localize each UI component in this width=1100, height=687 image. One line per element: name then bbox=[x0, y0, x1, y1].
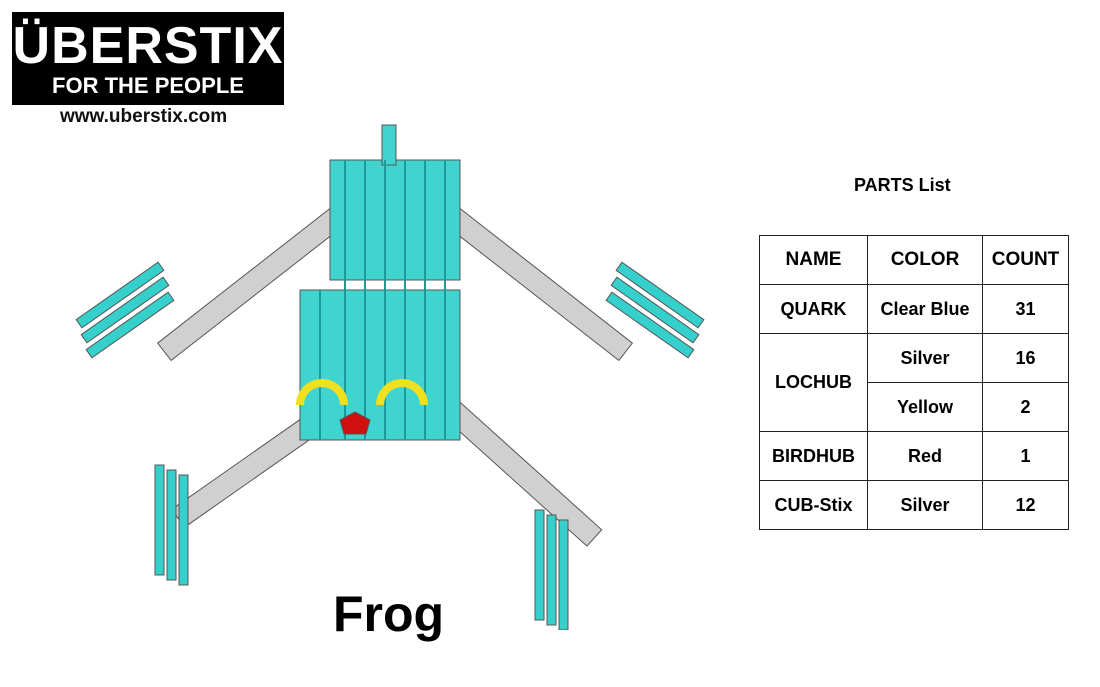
part-count: 16 bbox=[982, 333, 1069, 383]
part-name: CUB-Stix bbox=[759, 480, 868, 530]
table-row: QUARK Clear Blue 31 bbox=[759, 284, 1069, 334]
table-row: LOCHUB Silver 16 bbox=[759, 333, 1069, 432]
part-color: Silver bbox=[867, 333, 983, 383]
left-back-foot bbox=[154, 464, 189, 586]
part-color: Yellow bbox=[867, 382, 983, 432]
part-name: QUARK bbox=[759, 284, 868, 334]
website-url: www.uberstix.com bbox=[60, 106, 228, 127]
part-count: 12 bbox=[982, 480, 1069, 530]
part-name: BIRDHUB bbox=[759, 431, 868, 481]
logo-tagline: FOR THE PEOPLE bbox=[52, 73, 244, 98]
part-color: Red bbox=[867, 431, 983, 481]
table-row: CUB-Stix Silver 12 bbox=[759, 480, 1069, 530]
part-count: 2 bbox=[982, 382, 1069, 432]
frog-model-illustration bbox=[75, 124, 705, 630]
table-header-row: NAME COLOR COUNT bbox=[759, 235, 1069, 285]
right-front-foot bbox=[605, 261, 705, 359]
frog-body bbox=[299, 124, 461, 441]
yellow-hub-right bbox=[376, 379, 428, 406]
parts-list-title: PARTS List bbox=[854, 175, 951, 195]
yellow-hub-left bbox=[296, 379, 348, 406]
part-count: 1 bbox=[982, 431, 1069, 481]
right-upper-arm bbox=[436, 200, 634, 362]
right-back-foot bbox=[534, 509, 569, 630]
table-row: BIRDHUB Red 1 bbox=[759, 431, 1069, 481]
part-count: 31 bbox=[982, 284, 1069, 334]
uberstix-logo: ÜBERSTIX FOR THE PEOPLE bbox=[12, 12, 284, 105]
right-lower-leg bbox=[437, 395, 603, 547]
logo-brand: ÜBERSTIX bbox=[12, 17, 284, 75]
model-title: Frog bbox=[333, 586, 445, 642]
part-color: Silver bbox=[867, 480, 983, 530]
part-color: Clear Blue bbox=[867, 284, 983, 334]
red-birdhub bbox=[339, 411, 371, 435]
left-front-foot bbox=[75, 261, 175, 359]
header-color: COLOR bbox=[867, 235, 983, 285]
part-name: LOCHUB bbox=[759, 333, 868, 432]
parts-table: NAME COLOR COUNT QUARK Clear Blue 31 LOC… bbox=[759, 235, 1069, 530]
header-name: NAME bbox=[759, 235, 868, 285]
header-count: COUNT bbox=[982, 235, 1069, 285]
